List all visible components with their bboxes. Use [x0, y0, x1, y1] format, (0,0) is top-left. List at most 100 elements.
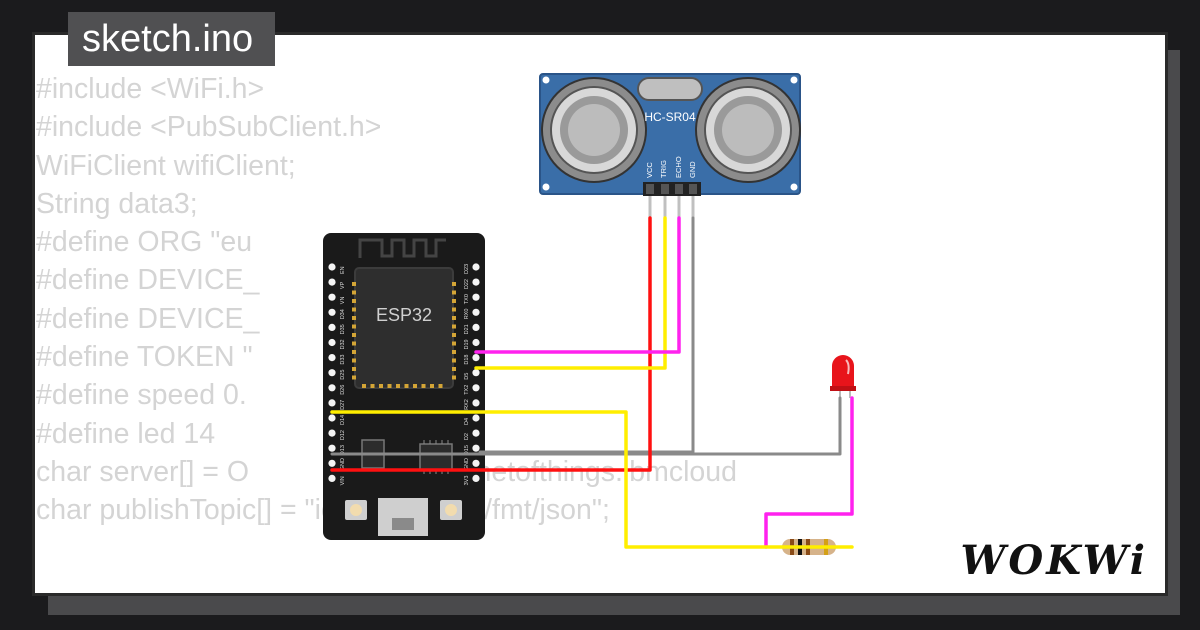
sensor-pin-echo: ECHO	[674, 156, 683, 178]
esp32-pin-label: TX0	[464, 294, 470, 304]
module-pad	[352, 307, 356, 312]
esp32-pin-hole[interactable]	[328, 308, 336, 316]
usb-port	[378, 498, 428, 536]
esp32-pin-label: D19	[464, 339, 470, 349]
module-pad	[430, 384, 434, 388]
esp32-pin-hole[interactable]	[328, 369, 336, 377]
esp32-pin-label: EN	[340, 266, 346, 274]
module-pad	[452, 341, 456, 346]
esp32-pin-label: D5	[464, 373, 470, 380]
esp32-pin-label: D21	[464, 324, 470, 334]
code-line: #include <PubSubClient.h>	[36, 111, 382, 144]
module-pad	[452, 375, 456, 380]
module-pad	[396, 384, 400, 388]
esp32-pin-hole[interactable]	[472, 293, 480, 301]
module-pad	[352, 324, 356, 329]
esp32-pin-hole[interactable]	[328, 354, 336, 362]
esp32-pin-hole[interactable]	[472, 263, 480, 271]
esp32-pin-hole[interactable]	[472, 414, 480, 422]
wire-led-resistor[interactable]	[764, 396, 854, 549]
module-pad	[413, 384, 417, 388]
esp32-pin-label: VN	[340, 297, 346, 305]
esp32-pin-hole[interactable]	[472, 369, 480, 377]
esp32-pin-hole[interactable]	[328, 263, 336, 271]
esp32-pin-hole[interactable]	[472, 384, 480, 392]
wire-led-control[interactable]	[330, 410, 854, 549]
esp32-pin-hole[interactable]	[472, 474, 480, 482]
esp32-pin-hole[interactable]	[472, 444, 480, 452]
file-name-tab: sketch.ino	[68, 12, 276, 66]
esp32-pin-hole[interactable]	[328, 429, 336, 437]
module-pad	[452, 290, 456, 295]
transducer-right	[695, 77, 801, 183]
esp32-label: ESP32	[376, 305, 432, 325]
esp32-pin-hole[interactable]	[472, 278, 480, 286]
module-pad	[352, 358, 356, 363]
module-pad	[352, 290, 356, 295]
module-pad	[404, 384, 409, 388]
red-led[interactable]	[830, 355, 856, 398]
module-pad	[421, 384, 426, 388]
esp32-pin-label: D34	[340, 309, 346, 319]
esp32-pin-hole[interactable]	[472, 338, 480, 347]
esp32-pin-label: D33	[340, 355, 346, 365]
esp32-pin-label: D27	[340, 400, 346, 410]
esp32-pin-hole[interactable]	[328, 459, 336, 467]
wire-trig[interactable]	[474, 216, 667, 370]
esp32-pin-label: D32	[340, 339, 346, 349]
transducer-left	[541, 77, 647, 183]
module-pad	[452, 350, 456, 354]
esp32-pin-hole[interactable]	[328, 414, 336, 422]
esp32-pin-hole[interactable]	[328, 293, 336, 301]
module-pad	[452, 367, 456, 371]
wire-gnd-led[interactable]	[330, 396, 842, 456]
esp32-pin-hole[interactable]	[472, 323, 480, 331]
module-pad	[352, 316, 356, 320]
esp32-pin-hole[interactable]	[472, 429, 480, 437]
module-pad	[352, 367, 356, 371]
esp32-pin-hole[interactable]	[328, 384, 336, 392]
esp32-pin-label: D23	[464, 264, 470, 274]
esp32-pin-hole[interactable]	[328, 338, 336, 347]
esp32-pin-hole[interactable]	[472, 354, 480, 362]
hc-sr04-sensor[interactable]: HC-SR04 VCC TRIG ECHO GND	[539, 73, 801, 218]
boot-button[interactable]	[345, 500, 367, 520]
esp32-pin-label: D14	[340, 415, 346, 425]
wire-vcc[interactable]	[330, 216, 652, 472]
module-pad	[370, 384, 375, 388]
code-line: #define speed 0.	[36, 379, 247, 412]
sensor-pin-vcc: VCC	[645, 162, 654, 178]
wire-gnd-sensor[interactable]	[478, 216, 695, 454]
code-line: #include <WiFi.h>	[36, 73, 265, 105]
esp32-pin-label: D18	[464, 355, 470, 365]
esp32-pin-label: VP	[340, 281, 346, 289]
code-line: #define led 14	[36, 417, 216, 450]
en-button[interactable]	[440, 500, 462, 520]
esp32-pin-hole[interactable]	[328, 399, 336, 407]
esp32-pin-hole[interactable]	[328, 444, 336, 452]
esp32-pin-label: RX0	[464, 309, 470, 320]
sensor-pin-trig: TRIG	[659, 160, 668, 178]
esp32-pin-hole[interactable]	[472, 399, 480, 407]
esp32-pin-hole[interactable]	[472, 459, 480, 467]
module-pad	[352, 299, 356, 303]
esp32-pin-hole[interactable]	[328, 474, 336, 482]
esp32-pin-hole[interactable]	[328, 278, 336, 286]
module-pad	[438, 384, 443, 388]
esp32-pin-label: D15	[464, 445, 470, 455]
sensor-pin-gnd: GND	[688, 161, 697, 178]
esp32-pin-label: RX2	[464, 399, 470, 410]
module-pad	[452, 316, 456, 320]
module-pad	[452, 299, 456, 303]
code-line: #define DEVICE_	[36, 302, 260, 335]
code-line: String data3;	[36, 187, 198, 220]
wire-echo[interactable]	[474, 216, 681, 354]
esp32-pin-label: D25	[340, 370, 346, 380]
esp32-pin-label: D22	[464, 279, 470, 289]
module-pad	[352, 350, 356, 354]
esp32-pin-hole[interactable]	[472, 308, 480, 316]
esp32-pin-hole[interactable]	[328, 323, 336, 331]
module-pad	[452, 282, 456, 286]
code-line: #define ORG "eu	[36, 226, 253, 259]
esp32-board[interactable]: ESP32 ENVPVND34D35D32D33D25D26D27D14D12D…	[323, 233, 485, 540]
